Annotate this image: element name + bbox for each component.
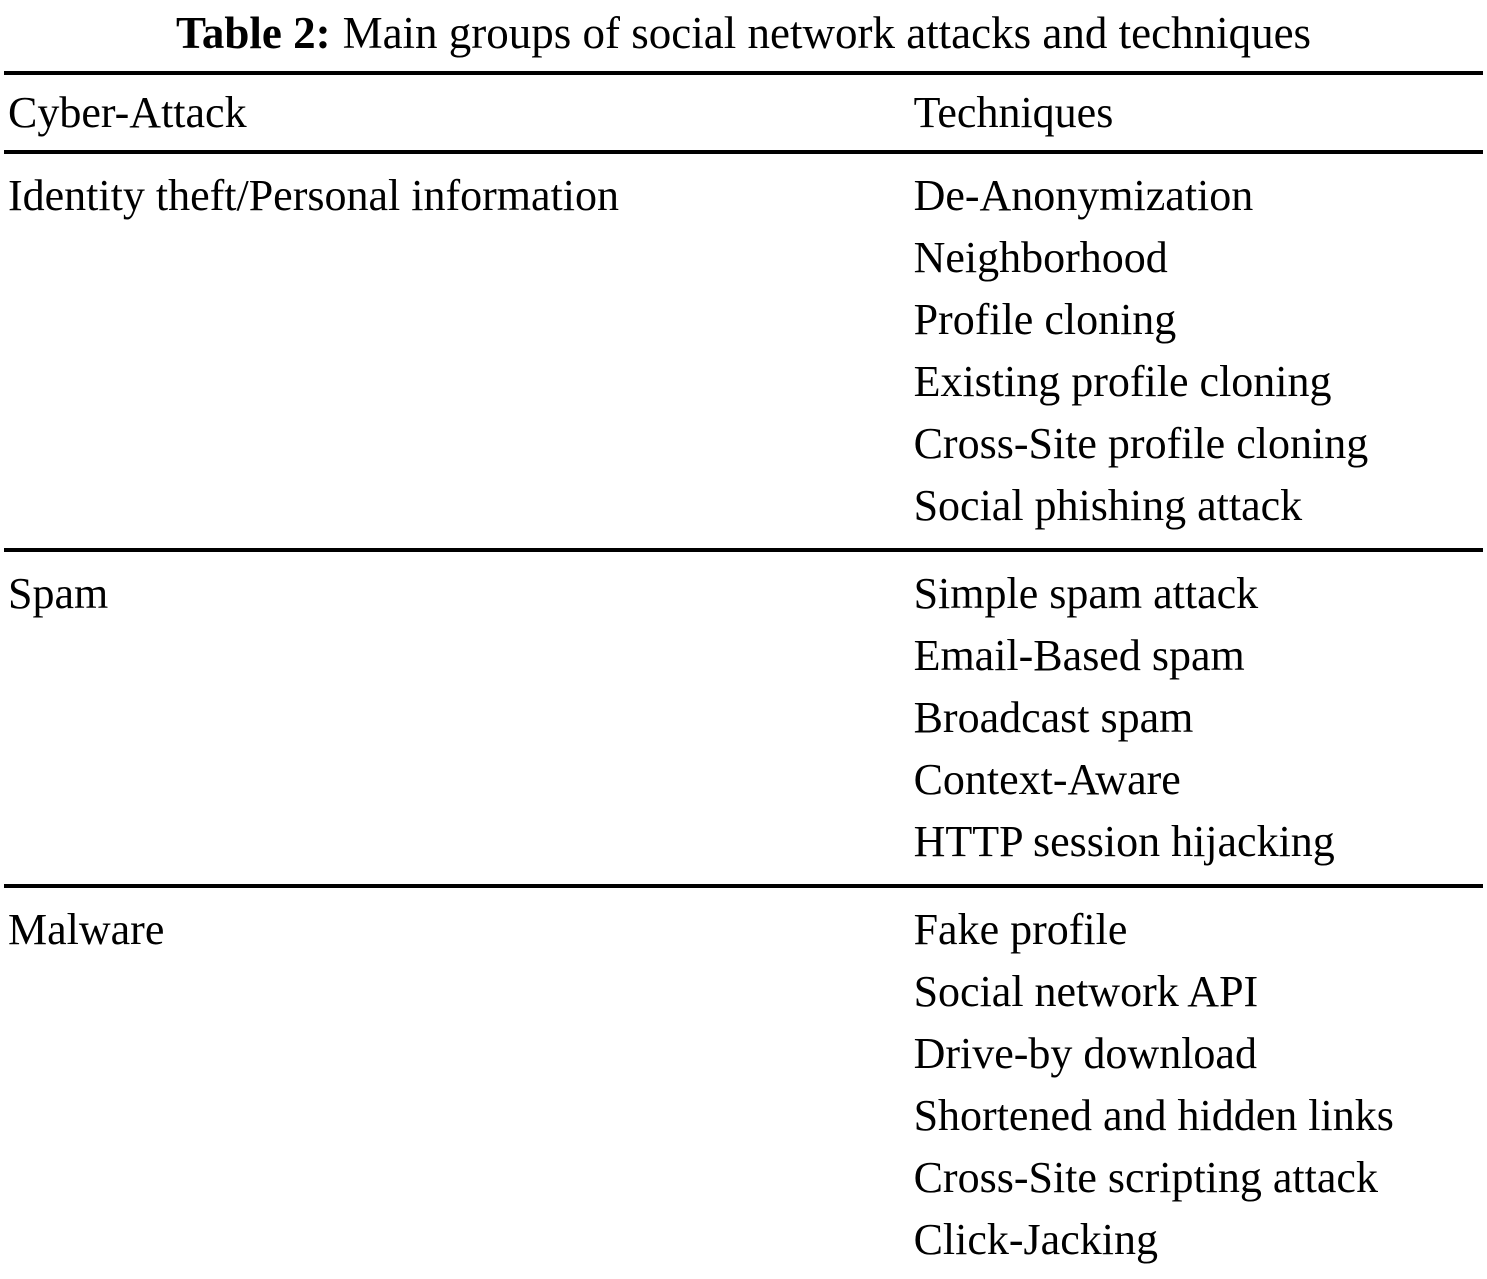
technique-item: Click-Jacking — [913, 1215, 1158, 1264]
technique-item: Fake profile — [913, 905, 1128, 954]
technique-item: Email-Based spam — [913, 631, 1245, 680]
table-body: Identity theft/Personal information De-A… — [4, 152, 1483, 1279]
technique-item: Broadcast spam — [913, 693, 1194, 742]
technique-item: Drive-by download — [913, 1029, 1257, 1078]
technique-item: De-Anonymization — [913, 171, 1254, 220]
technique-item: Existing profile cloning — [913, 357, 1332, 406]
attack-group-cell: Spam — [8, 569, 109, 618]
technique-item: Cross-Site profile cloning — [913, 419, 1369, 468]
attack-group-cell: Malware — [8, 905, 165, 954]
table-row: Identity theft/Personal information De-A… — [4, 152, 1483, 550]
column-header-techniques: Techniques — [913, 73, 1483, 154]
technique-item: Social phishing attack — [913, 481, 1303, 530]
technique-item: Context-Aware — [913, 755, 1181, 804]
column-header-cyber-attack: Cyber-Attack — [4, 73, 914, 154]
technique-item: Cross-Site scripting attack — [913, 1153, 1378, 1202]
attack-group-cell: Identity theft/Personal information — [8, 171, 619, 220]
technique-item: HTTP session hijacking — [913, 817, 1335, 866]
technique-item: Social network API — [913, 967, 1259, 1016]
table-caption-label: Table 2: — [175, 8, 331, 58]
technique-item: Simple spam attack — [913, 569, 1259, 618]
table-caption: Table 2:Main groups of social network at… — [0, 0, 1487, 66]
header-row: Cyber-Attack Techniques — [4, 73, 1483, 154]
technique-item: Neighborhood — [913, 233, 1168, 282]
attacks-techniques-table: Cyber-Attack Techniques Identity theft/P… — [4, 71, 1483, 1279]
table-caption-text: Main groups of social network attacks an… — [342, 8, 1312, 58]
technique-item: Shortened and hidden links — [913, 1091, 1394, 1140]
technique-item: Profile cloning — [913, 295, 1177, 344]
